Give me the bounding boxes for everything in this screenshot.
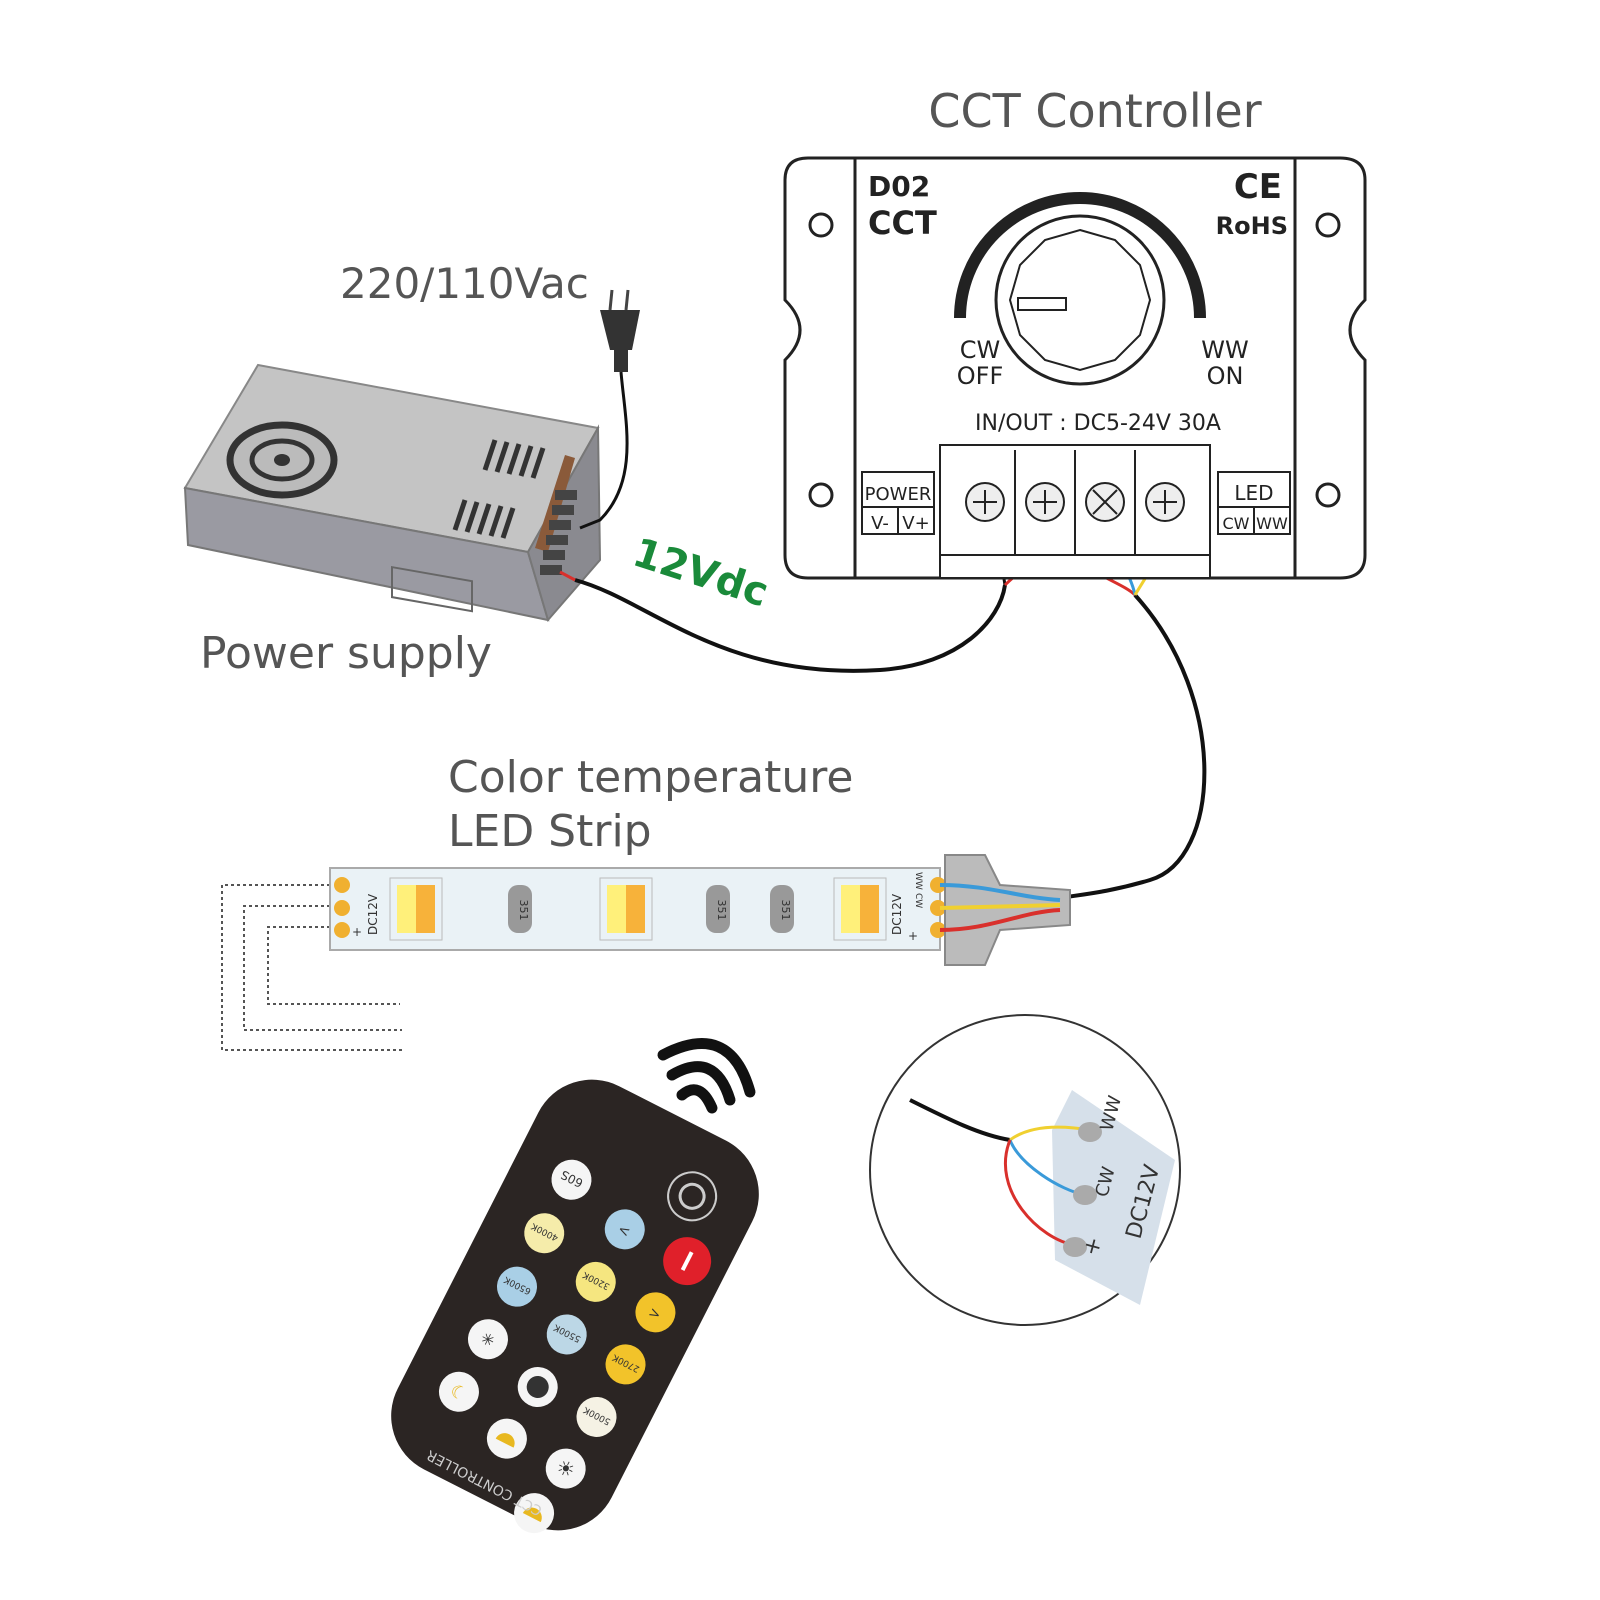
remote-button-down[interactable]: <: [598, 1202, 652, 1256]
led-cable: [1049, 593, 1207, 902]
vent-slots: [452, 439, 546, 539]
resistor-code: 351: [517, 900, 530, 921]
remote-button-scene[interactable]: [511, 1360, 565, 1414]
connection-detail: WW CW + DC12V: [869, 1014, 1181, 1326]
strip-title-line1: Color temperature: [448, 752, 853, 803]
ir-remote: 60S < > 4000K 3200K 2700K 6500K 5500K 50…: [391, 1079, 759, 1540]
led-strip: + DC12V DC12V + WW CW 351 351 351: [329, 854, 1071, 966]
led-cw-label: CW: [1223, 514, 1250, 533]
resistor: 351: [770, 885, 794, 933]
resistor: 351: [508, 885, 532, 933]
ww-label: WW: [1201, 336, 1248, 364]
remote-button-brightness-up[interactable]: ☀: [539, 1442, 593, 1496]
power-neg-label: V-: [871, 513, 889, 534]
led-chip: [389, 877, 443, 941]
remote-button-power[interactable]: [655, 1229, 720, 1294]
led-chip: [833, 877, 887, 941]
strip-cw-label: CW: [913, 893, 923, 908]
remote-button-5000k[interactable]: 5000K: [570, 1390, 624, 1444]
power-label: POWER: [865, 484, 932, 505]
remote-button-5500k[interactable]: 5500K: [540, 1308, 594, 1362]
model-label: D02: [868, 170, 930, 203]
power-supply: [183, 363, 602, 623]
remote-button-3200k[interactable]: 3200K: [569, 1255, 623, 1309]
off-label: OFF: [957, 362, 1004, 390]
strip-voltage-right: DC12V: [890, 893, 904, 935]
strip-continuation-lines: [221, 884, 405, 1051]
cct-controller: D02 CCT CE RoHS CW OFF WW ON IN/OUT : DC…: [783, 156, 1367, 580]
dc-voltage-label: 12Vdc: [627, 530, 773, 617]
remote-button-brightness-down[interactable]: ✳: [461, 1312, 515, 1366]
resistor-code: 351: [779, 900, 792, 921]
remote-button-sunset[interactable]: [507, 1486, 561, 1540]
power-supply-label: Power supply: [200, 628, 492, 679]
ac-input-label: 220/110Vac: [340, 259, 589, 308]
strip-plus-left: +: [352, 925, 362, 939]
led-label: LED: [1234, 481, 1273, 505]
power-pos-label: V+: [902, 513, 929, 534]
remote-button-night[interactable]: ☾: [432, 1365, 486, 1419]
ac-plug: [579, 289, 640, 530]
rohs-mark: RoHS: [1216, 212, 1288, 240]
controller-title: CCT Controller: [928, 84, 1261, 138]
fan-icon: [226, 421, 338, 499]
remote-button-60s[interactable]: 60S: [545, 1153, 599, 1207]
led-ww-label: WW: [1256, 514, 1288, 533]
strip-plus-right: +: [908, 929, 918, 943]
strip-voltage-left: DC12V: [366, 893, 380, 935]
type-label: CCT: [868, 204, 937, 242]
remote-button-mode[interactable]: [660, 1164, 725, 1229]
remote-button-sunrise[interactable]: [480, 1412, 534, 1466]
remote-button-2700k[interactable]: 2700K: [599, 1338, 653, 1392]
strip-connector: [939, 854, 1071, 966]
remote-button-up[interactable]: >: [629, 1285, 683, 1339]
rating-label: IN/OUT : DC5-24V 30A: [975, 411, 1221, 436]
led-chip: [599, 877, 653, 941]
dimmer-knob[interactable]: [994, 214, 1166, 386]
dial-arc: [954, 192, 1206, 319]
strip-ww-label: WW: [913, 872, 923, 890]
remote-button-4000k[interactable]: 4000K: [517, 1206, 571, 1260]
on-label: ON: [1207, 362, 1244, 390]
wireless-signal-icon: [657, 1038, 756, 1114]
dc-cable: [574, 578, 1007, 673]
ce-mark: CE: [1234, 167, 1282, 207]
strip-title-line2: LED Strip: [448, 806, 652, 857]
resistor-code: 351: [715, 900, 728, 921]
resistor: 351: [706, 885, 730, 933]
remote-button-6500k[interactable]: 6500K: [490, 1260, 544, 1314]
cw-label: CW: [960, 336, 1001, 364]
terminal-strip: [540, 490, 577, 575]
